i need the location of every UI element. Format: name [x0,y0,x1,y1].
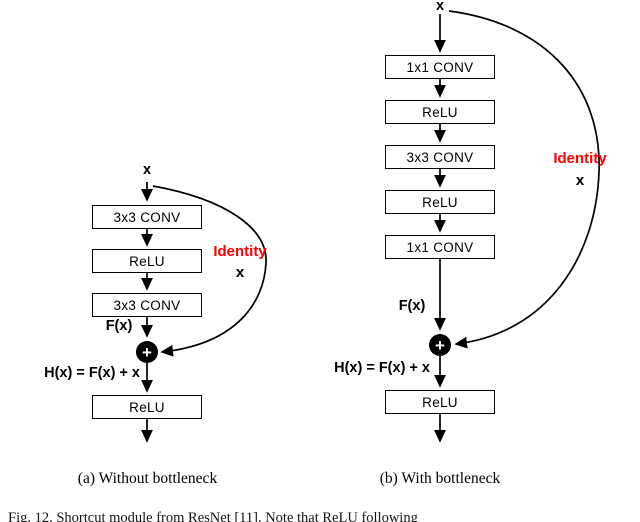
conv-box-b2: 3x3 CONV [385,145,495,169]
conv-box-b1: 1x1 CONV [385,55,495,79]
identity-label-b: Identity [553,150,607,167]
relu-box-b2: ReLU [385,190,495,214]
plus-icon: + [142,342,152,362]
identity-curve-b [448,10,600,349]
sum-equation-a: H(x) = F(x) + x [44,365,140,381]
fx-label-b: F(x) [398,298,426,314]
input-label-a: x [142,162,152,178]
identity-label-a: Identity [213,243,267,260]
fx-label-a: F(x) [105,318,133,334]
identity-x-label-b: x [575,172,585,189]
sum-equation-b: H(x) = F(x) + x [334,360,430,376]
relu-box-a1: ReLU [92,249,202,273]
add-node-b: + [429,334,451,356]
identity-x-label-a: x [235,264,245,281]
conv-box-b3: 1x1 CONV [385,235,495,259]
conv-box-a2: 3x3 CONV [92,293,202,317]
relu-box-b-final: ReLU [385,390,495,414]
figure-caption: Fig. 12. Shortcut module from ResNet [11… [8,510,418,522]
add-node-a: + [136,341,158,363]
plus-icon: + [435,335,445,355]
conv-box-a1: 3x3 CONV [92,205,202,229]
input-label-b: x [435,0,445,14]
identity-curve-a [152,185,267,357]
subcaption-b: (b) With bottleneck [379,470,501,487]
relu-box-a-final: ReLU [92,395,202,419]
relu-box-b1: ReLU [385,100,495,124]
subcaption-a: (a) Without bottleneck [77,470,218,487]
